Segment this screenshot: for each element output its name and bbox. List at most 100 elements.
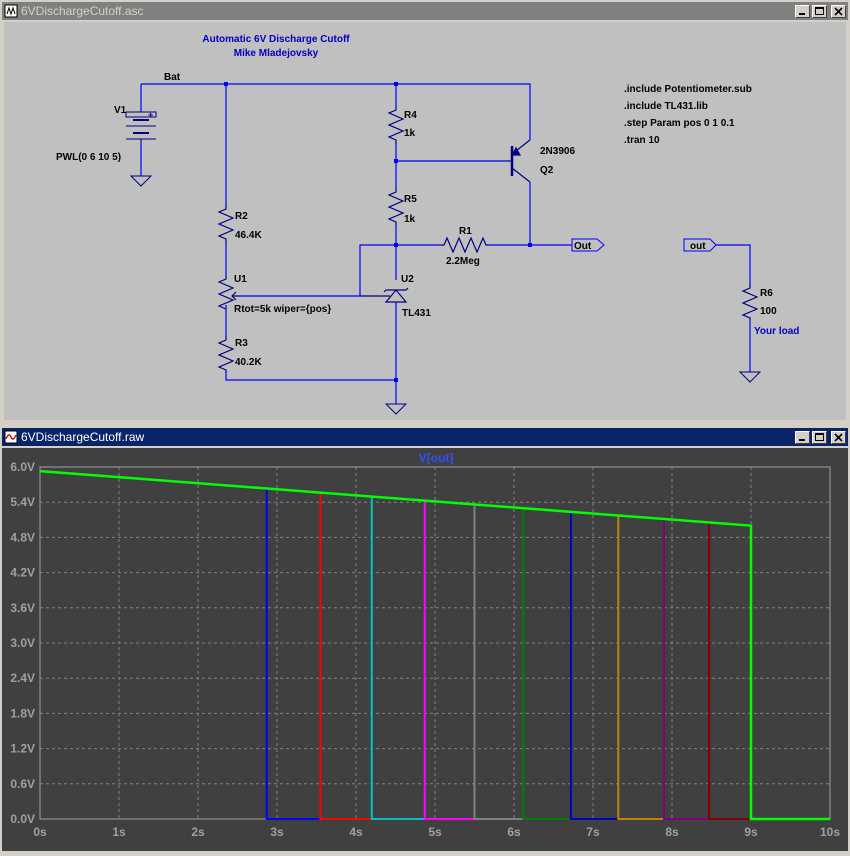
r5-resistor[interactable] — [387, 188, 405, 226]
trace-line — [708, 522, 751, 820]
v1-name: V1 — [114, 105, 127, 116]
q2-transistor-symbol[interactable] — [506, 139, 531, 183]
maximize-button[interactable] — [812, 4, 827, 18]
r3-name: R3 — [235, 338, 248, 349]
waveform-titlebar[interactable]: 6VDischargeCutoff.raw — [2, 428, 848, 446]
r2-name: R2 — [235, 211, 248, 222]
y-tick-label: 5.4V — [10, 495, 35, 509]
r4-value: 1k — [404, 128, 416, 139]
schematic-drawing[interactable]: Automatic 6V Discharge Cutoff Mike Mlade… — [4, 22, 846, 420]
trace-line — [522, 508, 571, 820]
x-tick-label: 5s — [428, 825, 442, 839]
y-tick-label: 2.4V — [10, 671, 35, 685]
minimize-icon — [799, 12, 805, 15]
q2-model: 2N3906 — [540, 146, 575, 157]
close-icon — [834, 6, 843, 16]
directive-line[interactable]: .step Param pos 0 1 0.1 — [624, 118, 735, 129]
plot-traces — [39, 469, 830, 821]
r4-resistor[interactable] — [387, 106, 405, 144]
q2-name: Q2 — [540, 165, 554, 176]
y-tick-label: 1.2V — [10, 742, 35, 756]
v1-value: PWL(0 6 10 5) — [56, 152, 121, 163]
wires — [140, 83, 751, 404]
r1-name: R1 — [459, 226, 472, 237]
waveform-window-title: 6VDischargeCutoff.raw — [21, 430, 145, 444]
schematic-canvas[interactable]: Automatic 6V Discharge Cutoff Mike Mlade… — [4, 22, 846, 420]
net-label-bat: Bat — [164, 72, 181, 83]
r2-value: 46.4K — [235, 230, 262, 241]
close-icon — [834, 432, 843, 442]
trace-name-label[interactable]: V[out] — [419, 451, 454, 465]
schematic-heading-author: Mike Mladejovsky — [234, 48, 319, 59]
ground-icon — [384, 403, 408, 415]
u2-value: TL431 — [402, 308, 431, 319]
r1-value: 2.2Meg — [446, 256, 480, 267]
directive-line[interactable]: .include TL431.lib — [624, 101, 708, 112]
x-tick-label: 10s — [820, 825, 840, 839]
u2-tl431-symbol[interactable] — [360, 287, 409, 303]
trace-line — [423, 500, 475, 820]
trace-line — [319, 492, 372, 820]
trace-line — [617, 515, 665, 820]
ground-icon — [738, 371, 762, 383]
u1-wiper-arrow-icon — [231, 291, 240, 301]
minimize-icon — [799, 438, 805, 441]
schematic-window[interactable]: 6VDischargeCutoff.asc Automatic 6V Disch… — [0, 0, 850, 424]
directive-line[interactable]: .include Potentiometer.sub — [624, 84, 752, 95]
trace-line — [370, 496, 425, 820]
waveform-doc-icon — [4, 430, 18, 444]
trace-line — [39, 469, 830, 821]
r4-name: R4 — [404, 110, 417, 121]
trace-line — [473, 504, 524, 820]
u1-potentiometer[interactable] — [217, 275, 235, 310]
x-tick-label: 4s — [349, 825, 363, 839]
trace-line — [569, 511, 619, 820]
y-tick-label: 4.8V — [10, 530, 35, 544]
minimize-button[interactable] — [795, 430, 810, 444]
plot-grid — [39, 466, 831, 820]
ground-icon — [129, 175, 153, 187]
r6-resistor[interactable] — [741, 284, 759, 320]
r5-value: 1k — [404, 214, 416, 225]
out-load-port-flag[interactable] — [683, 238, 717, 252]
y-tick-label: 0.0V — [10, 812, 35, 826]
maximize-icon — [815, 6, 824, 15]
r6-name: R6 — [760, 288, 773, 299]
minimize-button[interactable] — [795, 4, 810, 18]
maximize-icon — [815, 432, 824, 441]
u1-value: Rtot=5k wiper={pos} — [234, 304, 331, 315]
r1-resistor[interactable] — [440, 236, 488, 254]
directive-line[interactable]: .tran 10 — [624, 135, 660, 146]
y-tick-label: 0.6V — [10, 777, 35, 791]
r2-resistor[interactable] — [217, 205, 235, 243]
v1-battery-symbol[interactable] — [125, 111, 157, 143]
schematic-heading-title: Automatic 6V Discharge Cutoff — [202, 34, 350, 45]
trace-line — [265, 488, 321, 820]
x-tick-label: 6s — [507, 825, 521, 839]
y-tick-label: 1.8V — [10, 706, 35, 720]
x-tick-label: 0s — [33, 825, 47, 839]
spice-directives: .include Potentiometer.sub .include TL43… — [624, 84, 752, 146]
r6-value: 100 — [760, 306, 777, 317]
x-tick-label: 7s — [586, 825, 600, 839]
schematic-titlebar[interactable]: 6VDischargeCutoff.asc — [2, 2, 848, 20]
load-label: Your load — [754, 326, 799, 337]
out-port-flag[interactable] — [571, 238, 605, 252]
junction-dots — [224, 82, 532, 382]
y-tick-label: 4.2V — [10, 566, 35, 580]
maximize-button[interactable] — [812, 430, 827, 444]
close-button[interactable] — [831, 430, 846, 444]
trace-line — [663, 518, 710, 820]
r3-resistor[interactable] — [217, 336, 235, 372]
y-tick-label: 3.0V — [10, 636, 35, 650]
x-tick-label: 8s — [665, 825, 679, 839]
close-button[interactable] — [831, 4, 846, 18]
schematic-window-title: 6VDischargeCutoff.asc — [21, 4, 144, 18]
x-tick-label: 3s — [270, 825, 284, 839]
r3-value: 40.2K — [235, 357, 262, 368]
r5-name: R5 — [404, 194, 417, 205]
